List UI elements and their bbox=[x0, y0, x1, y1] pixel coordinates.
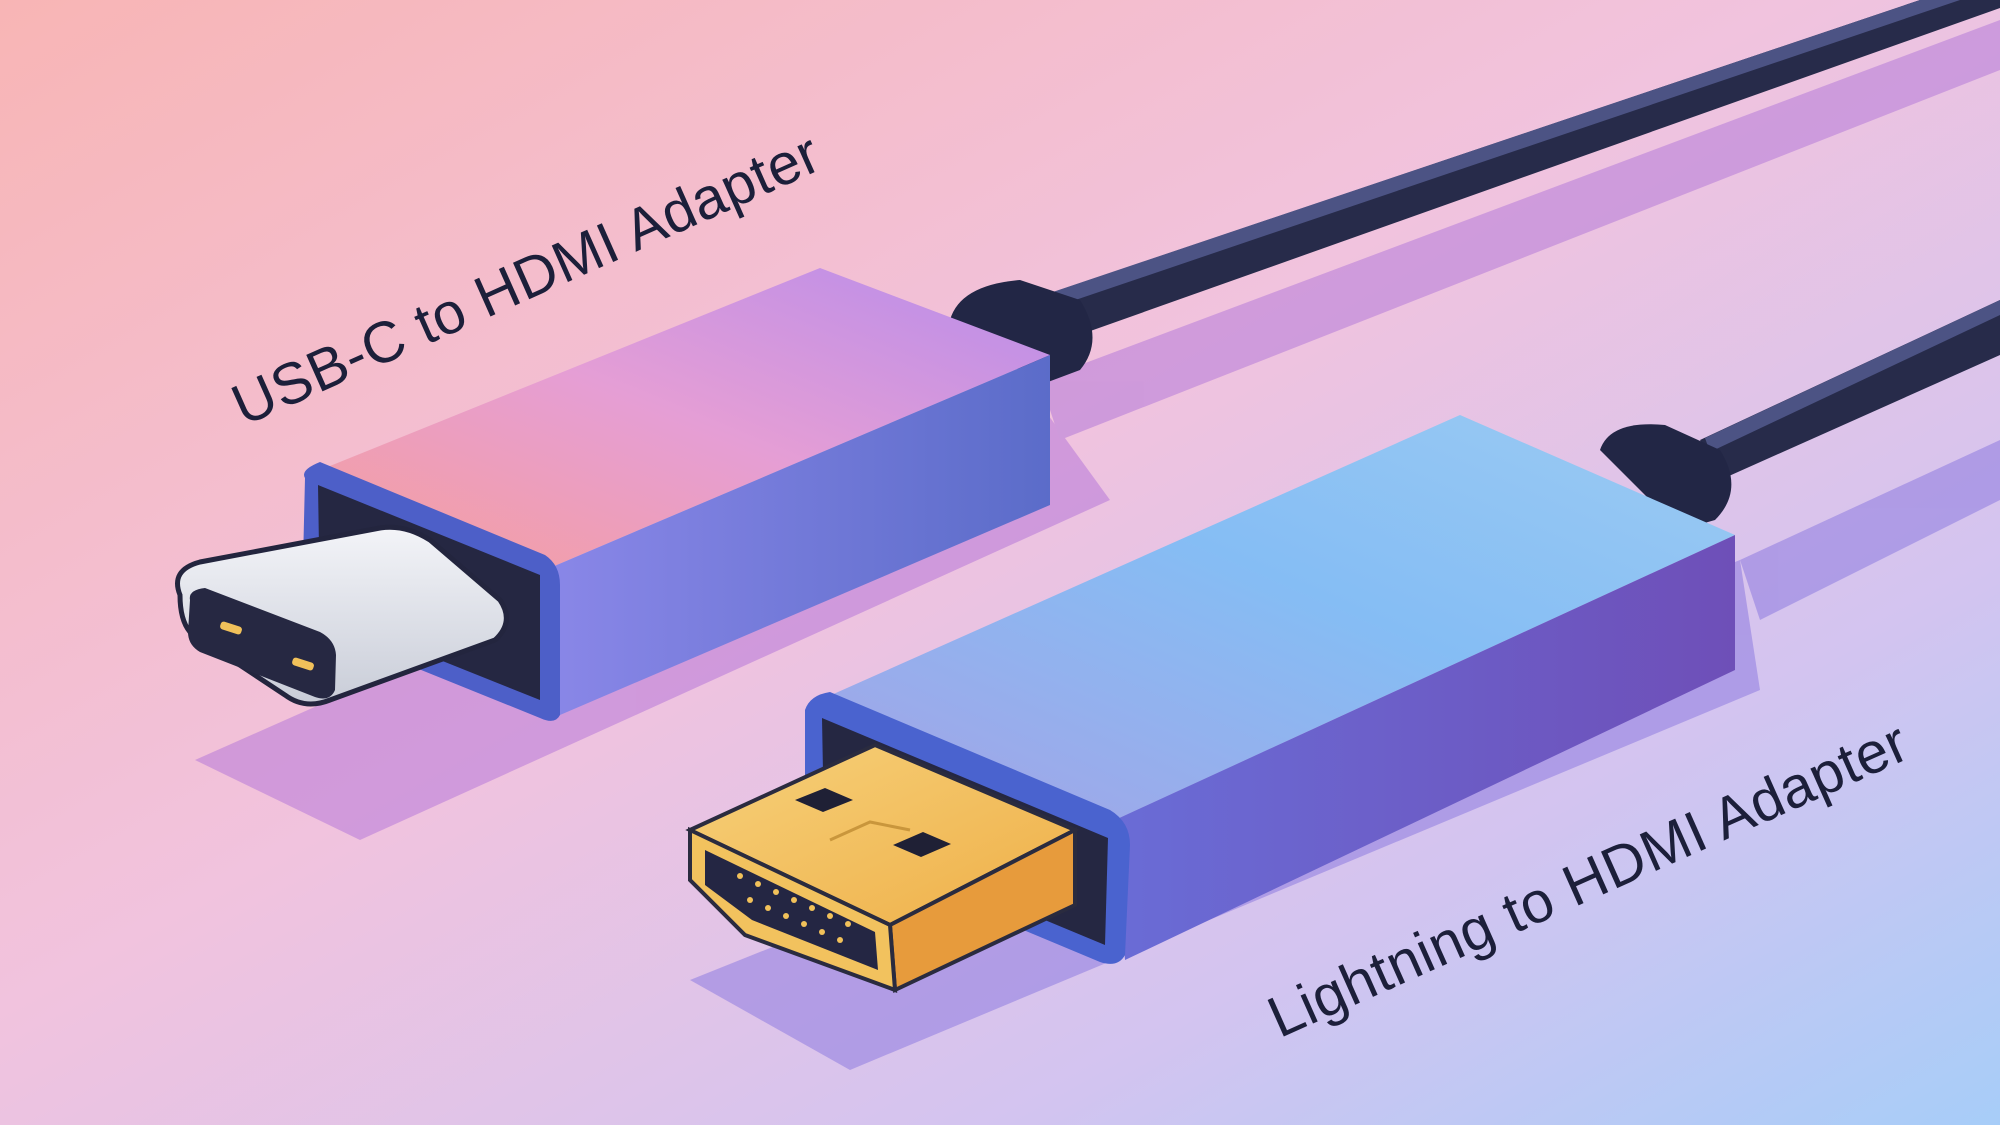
cable-icon-2 bbox=[1600, 300, 2000, 530]
usb-c-adapter-icon bbox=[175, 268, 1050, 721]
cable-icon bbox=[950, 0, 2000, 385]
hdmi-plug-adapter-icon bbox=[685, 415, 1735, 994]
